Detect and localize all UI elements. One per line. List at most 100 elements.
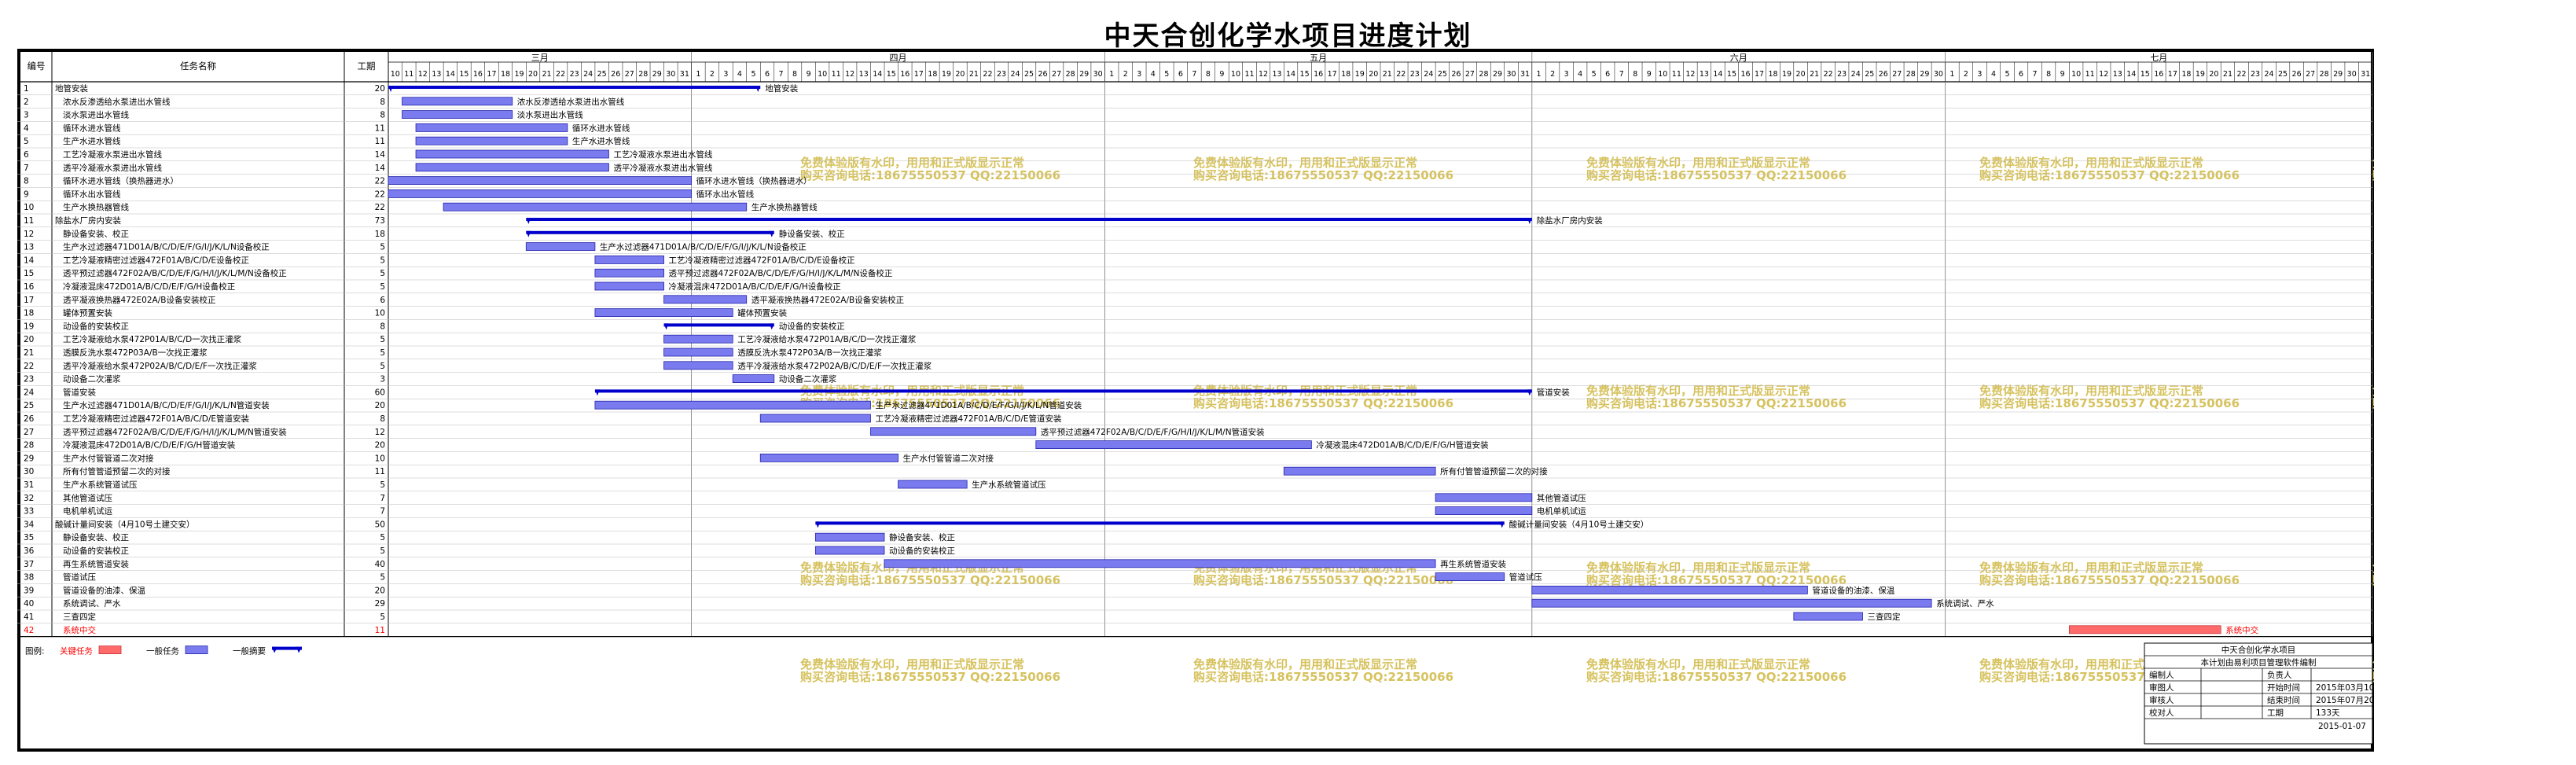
task-id: 8 (24, 177, 29, 186)
task-bar (1283, 466, 1436, 476)
info-cell: 负责人 (2267, 670, 2292, 680)
day-label: 3 (1977, 70, 1982, 79)
bar-label: 循环水进水管线（换热器进水） (696, 176, 812, 186)
task-id: 1 (24, 84, 29, 94)
info-cell: 审核人 (2149, 695, 2174, 705)
day-label: 16 (1740, 70, 1750, 79)
watermark-line: 购买咨询电话:18675550537 QQ:22150066 (2372, 168, 2374, 182)
day-label: 11 (404, 70, 413, 79)
task-name: 透平凝液换热器472E02A/B设备安装校正 (63, 295, 215, 305)
watermark-line: 购买咨询电话:18675550537 QQ:22150066 (1979, 168, 2240, 182)
bar-label: 生产水进水管线 (572, 136, 630, 146)
task-duration: 18 (375, 230, 385, 239)
day-label: 5 (2005, 70, 2009, 79)
task-name: 动设备二次灌浆 (63, 374, 121, 384)
task-bar (1035, 440, 1312, 450)
bar-label: 生产水付管管道二次对接 (903, 453, 994, 463)
day-label: 14 (2126, 70, 2136, 79)
watermark-line: 免费体验版有水印，用用和正式版显示正常 (1979, 384, 2203, 398)
bar-label: 系统中交 (2225, 625, 2258, 635)
task-bar (898, 480, 968, 489)
day-label: 16 (1314, 70, 1323, 79)
task-duration: 10 (375, 309, 385, 318)
watermark-line: 购买咨询电话:18675550537 QQ:22150066 (1193, 670, 1453, 684)
day-label: 28 (638, 70, 648, 79)
watermark-line: 购买咨询电话:18675550537 QQ:22150066 (2372, 396, 2374, 410)
watermark-line: 购买咨询电话:18675550537 QQ:22150066 (1586, 168, 1847, 182)
day-label: 1 (1537, 70, 1542, 79)
bar-label: 酸碱计量间安装（4月10号土建交安） (1509, 519, 1649, 529)
bar-label: 工艺冷凝液精密过滤器472F01A/B/C/D/E管道安装 (875, 414, 1062, 424)
task-id: 37 (24, 560, 34, 569)
task-bar (402, 110, 513, 119)
day-label: 20 (2209, 70, 2218, 79)
task-name: 循环水进水管线（换热器进水） (63, 176, 178, 186)
task-id: 14 (24, 256, 35, 265)
task-name: 管道安装 (63, 387, 96, 397)
day-label: 3 (723, 70, 728, 79)
day-label: 29 (1493, 70, 1502, 79)
task-id: 31 (24, 480, 34, 490)
day-label: 27 (625, 70, 634, 79)
day-label: 30 (2347, 70, 2357, 79)
summary-bar (594, 389, 1532, 393)
task-duration: 22 (375, 203, 385, 212)
day-label: 8 (1206, 70, 1211, 79)
summary-start-cap (388, 86, 393, 92)
day-label: 26 (611, 70, 620, 79)
day-label: 23 (570, 70, 579, 79)
watermark-line: 免费体验版有水印，用用和正式版显示正常 (1586, 156, 1810, 170)
day-label: 19 (1782, 70, 1791, 79)
day-label: 24 (2264, 70, 2273, 79)
bar-label: 冷凝液混床472D01A/B/C/D/E/F/G/H设备校正 (669, 281, 841, 292)
task-id: 29 (24, 454, 34, 463)
watermark-line: 购买咨询电话:18675550537 QQ:22150066 (1979, 396, 2240, 410)
day-label: 22 (983, 70, 992, 79)
legend-label: 一般摘要 (233, 646, 266, 657)
day-label: 20 (1796, 70, 1806, 79)
day-label: 20 (955, 70, 965, 79)
day-label: 25 (1438, 70, 1447, 79)
day-label: 27 (2306, 70, 2315, 79)
task-name: 生产水换热器管线 (63, 202, 129, 212)
day-label: 18 (2181, 70, 2191, 79)
summary-start-cap (526, 230, 531, 237)
watermark-line: 购买咨询电话:18675550537 QQ:22150066 (1193, 168, 1453, 182)
day-label: 16 (2154, 70, 2163, 79)
watermark-line: 免费体验版有水印，用用和正式版显示正常 (1193, 657, 1417, 671)
bar-label: 管道设备的油漆、保温 (1812, 585, 1894, 595)
task-id: 3 (24, 111, 29, 120)
task-id: 32 (24, 494, 34, 503)
task-name: 管道设备的油漆、保温 (63, 585, 145, 595)
task-id: 40 (24, 599, 34, 609)
day-label: 1 (1109, 70, 1114, 79)
task-id: 41 (24, 612, 34, 622)
legend-swatch-summary (272, 646, 302, 650)
day-label: 11 (2085, 70, 2095, 79)
day-label: 14 (446, 70, 455, 79)
summary-end-cap (1527, 218, 1532, 224)
task-bar (732, 374, 775, 384)
task-name: 工艺冷凝液给水泵472P01A/B/C/D一次找正灌浆 (63, 334, 242, 344)
task-duration: 11 (375, 626, 385, 635)
info-cell: 开始时间 (2267, 682, 2300, 693)
day-label: 30 (1093, 70, 1103, 79)
task-bar (443, 202, 748, 211)
day-label: 21 (1383, 70, 1392, 79)
day-label: 15 (459, 70, 469, 79)
task-id: 26 (24, 414, 35, 424)
task-duration: 29 (375, 599, 385, 609)
task-id: 28 (24, 441, 34, 451)
legend-title: 图例: (25, 646, 45, 657)
task-duration: 20 (375, 84, 385, 94)
day-label: 2 (1550, 70, 1555, 79)
watermark-line: 购买咨询电话:18675550537 QQ:22150066 (800, 670, 1060, 684)
task-id: 18 (24, 309, 34, 318)
task-name: 循环水出水管线 (63, 189, 121, 199)
day-label: 29 (652, 70, 662, 79)
watermark-line: 购买咨询电话:18675550537 QQ:22150066 (2372, 670, 2374, 684)
task-duration: 7 (380, 507, 385, 517)
task-duration: 5 (380, 269, 385, 278)
task-bar (884, 559, 1436, 568)
info-cell: 工期 (2267, 708, 2284, 718)
